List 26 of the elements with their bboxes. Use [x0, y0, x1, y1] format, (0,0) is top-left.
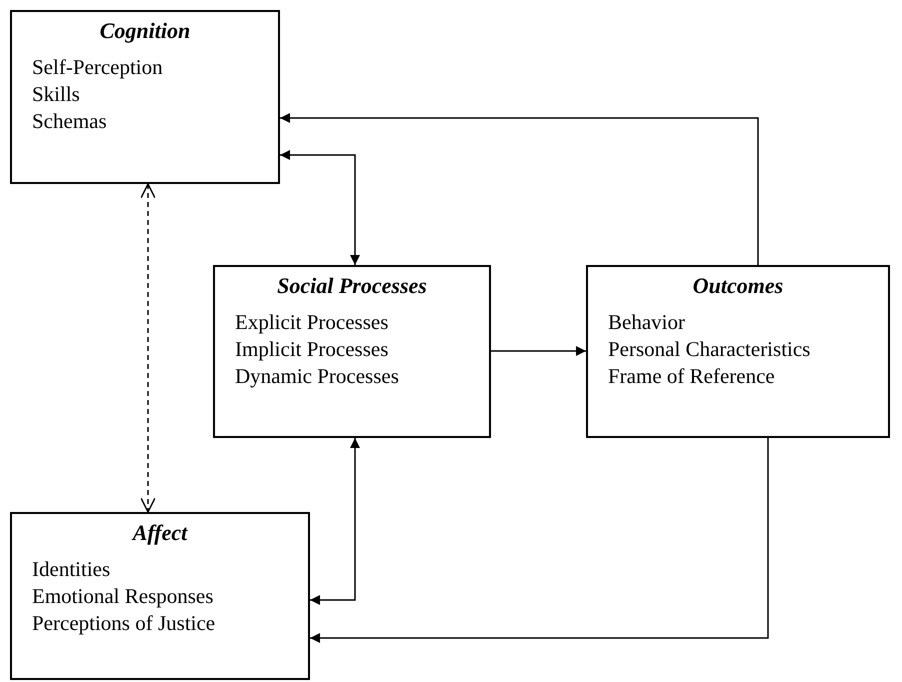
arrow	[491, 346, 586, 356]
box-heading: Affect	[130, 519, 189, 547]
box-heading: Social Processes	[276, 272, 428, 300]
list-item: Identities	[32, 556, 110, 583]
list-item: Emotional Responses	[32, 583, 214, 610]
category-box	[10, 512, 310, 680]
category-box	[10, 10, 280, 184]
list-item: Explicit Processes	[235, 309, 388, 336]
category-box	[586, 265, 890, 438]
list-item: Dynamic Processes	[235, 363, 399, 390]
list-item: Personal Characteristics	[608, 336, 810, 363]
list-item: Frame of Reference	[608, 363, 775, 390]
arrow	[310, 438, 769, 643]
arrow	[310, 438, 360, 605]
box-heading: Cognition	[98, 17, 192, 45]
list-item: Self-Perception	[32, 54, 163, 81]
category-box	[213, 265, 491, 438]
list-item: Skills	[32, 81, 80, 108]
list-item: Behavior	[608, 309, 685, 336]
box-heading: Outcomes	[692, 272, 784, 300]
list-item: Perceptions of Justice	[32, 610, 216, 637]
list-item: Schemas	[32, 108, 107, 135]
list-item: Implicit Processes	[235, 336, 388, 363]
arrow	[280, 150, 360, 265]
dashed-arrow	[140, 183, 156, 513]
arrow	[280, 113, 759, 265]
